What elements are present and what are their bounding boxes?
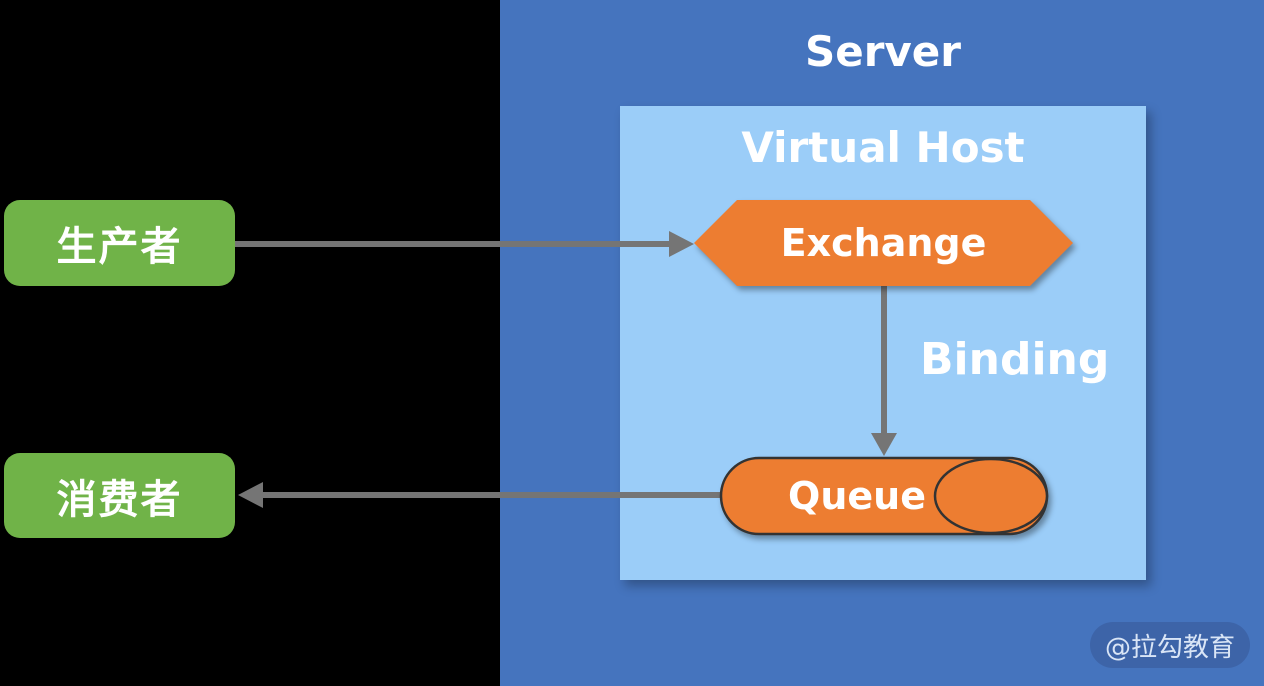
server-title: Server <box>804 26 962 76</box>
virtual-host-title: Virtual Host <box>741 122 1025 172</box>
arrow-head-left-icon <box>238 482 263 508</box>
consumer-box: 消费者 <box>4 453 235 538</box>
watermark-badge: @拉勾教育 <box>1090 622 1250 668</box>
exchange-label: Exchange <box>780 221 987 265</box>
binding-label: Binding <box>920 333 1110 385</box>
producer-box: 生产者 <box>4 200 235 286</box>
queue-label: Queue <box>788 474 926 518</box>
